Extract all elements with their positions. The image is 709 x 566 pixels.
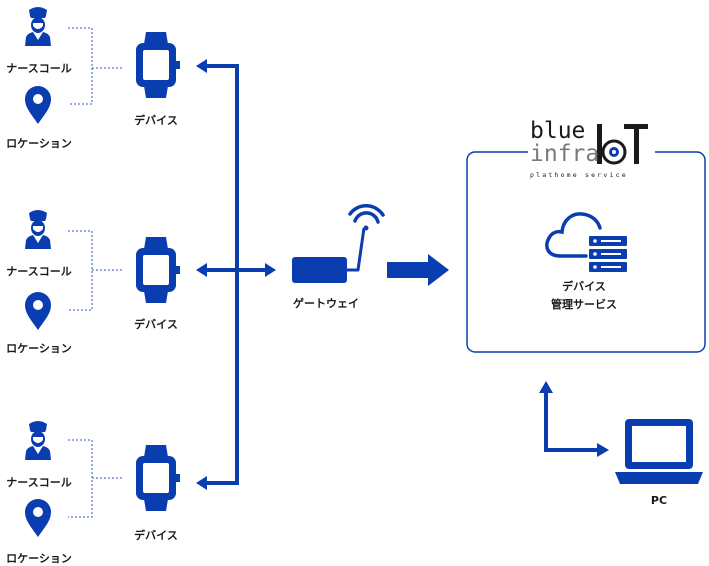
cloud-service-box [466, 151, 706, 353]
service-label-line1: デバイス [562, 280, 606, 293]
smartwatch-icon [136, 237, 180, 303]
nurse-call-label: ナースコール [6, 476, 72, 489]
logo-blue-text: blue [530, 118, 586, 144]
service-label-line2: 管理サービス [551, 298, 617, 311]
uplink-arrow [387, 254, 449, 286]
device-label: デバイス [134, 318, 178, 331]
iot-logo-mark [597, 124, 648, 165]
nurse-call-label: ナースコール [6, 265, 72, 278]
nurse-icon [25, 210, 51, 249]
device-bus [196, 59, 276, 490]
device-label: デバイス [134, 114, 178, 127]
location-pin-icon [25, 499, 51, 537]
nurse-call-label: ナースコール [6, 62, 72, 75]
smartwatch-icon [136, 32, 180, 98]
laptop-icon [615, 419, 703, 484]
device-label: デバイス [134, 529, 178, 542]
location-label: ロケーション [6, 137, 72, 150]
gateway-label: ゲートウェイ [293, 297, 359, 310]
location-pin-icon [25, 292, 51, 330]
location-label: ロケーション [6, 342, 72, 355]
cloud-server-icon [545, 212, 627, 272]
gateway-icon [292, 227, 366, 283]
logo-tagline: plathome service [530, 171, 628, 179]
pc-connector-arrow [539, 381, 609, 457]
dashed-connectors [68, 27, 124, 518]
pc-label: PC [650, 494, 668, 507]
nurse-icon [25, 7, 51, 46]
wifi-icon [348, 204, 385, 231]
location-pin-icon [25, 86, 51, 124]
smartwatch-icon [136, 445, 180, 511]
logo-infra-text: infra [530, 141, 600, 167]
location-label: ロケーション [6, 552, 72, 565]
nurse-icon [25, 421, 51, 460]
